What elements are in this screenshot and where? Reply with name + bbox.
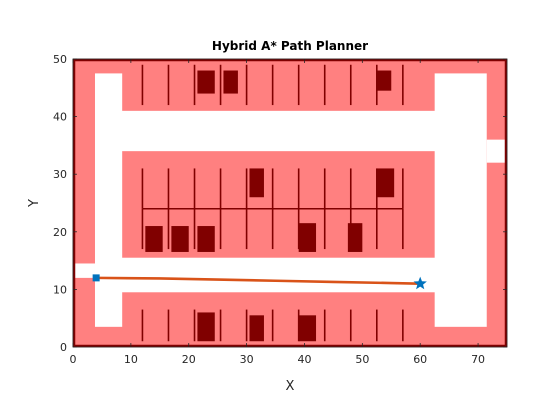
inflation-zone-outer-wall-left: [73, 59, 95, 347]
obstacle-parked-car: [197, 226, 215, 252]
obstacle-parked-car: [347, 223, 363, 252]
y-tick-label: 20: [53, 226, 67, 239]
y-tick-label: 40: [53, 111, 67, 124]
x-axis-label: X: [286, 379, 295, 394]
obstacle-parked-car: [197, 312, 215, 342]
x-tick-label: 10: [124, 353, 138, 366]
y-tick-label: 0: [60, 341, 67, 354]
x-tick-label: 40: [297, 353, 311, 366]
inflation-zone-bottom-parking-row: [122, 292, 435, 347]
x-tick-label: 50: [355, 353, 369, 366]
y-axis-label: Y: [27, 199, 42, 208]
obstacle-parked-car: [223, 70, 238, 94]
planned-path-line: [96, 276, 421, 285]
y-tick-label: 30: [53, 168, 67, 181]
obstacle-parked-car: [298, 315, 317, 342]
plot-area: [72, 58, 508, 348]
x-tick-label: 70: [471, 353, 485, 366]
x-tick-label: 30: [240, 353, 254, 366]
x-tick-label: 0: [70, 353, 77, 366]
left-entrance-gap: [73, 263, 95, 278]
right-entrance-gap: [486, 139, 507, 163]
obstacle-parked-car: [197, 70, 215, 94]
y-tick-label: 50: [53, 53, 67, 66]
x-tick-label: 60: [413, 353, 427, 366]
obstacle-parked-car: [298, 223, 317, 252]
obstacle-parked-car: [145, 226, 163, 252]
goal-marker: [413, 276, 427, 290]
axes: 0 10 20 30 40 50 60 70 0 10 20 30 40 50: [53, 53, 508, 366]
axes-box: [72, 58, 508, 348]
chart-title: Hybrid A* Path Planner: [212, 39, 368, 53]
outer-wall: [72, 58, 508, 348]
obstacle-parked-car: [376, 168, 395, 198]
obstacle-parked-car: [249, 168, 264, 198]
obstacle-parked-car: [171, 226, 189, 252]
y-tick-label: 10: [53, 283, 67, 296]
inflation-zone-outer-wall-right: [486, 59, 507, 347]
start-marker: [92, 274, 100, 282]
x-tick-label: 20: [182, 353, 196, 366]
obstacle-parked-car: [376, 70, 392, 91]
obstacle-parked-car: [249, 315, 264, 342]
